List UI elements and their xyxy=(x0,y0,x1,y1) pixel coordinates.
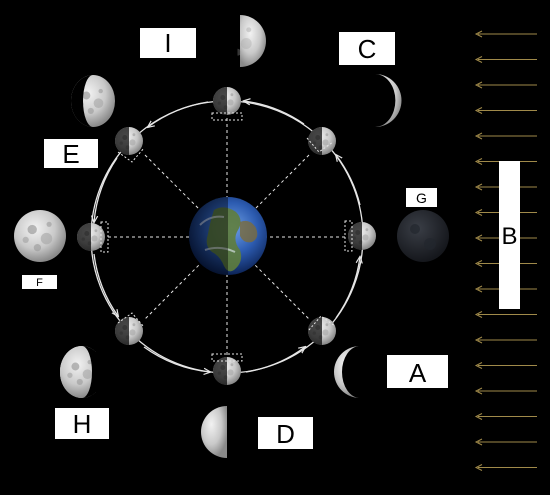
orbit-moon-top-bracket xyxy=(211,112,243,121)
sunlight-arrow xyxy=(474,413,537,420)
orbit-moon-bottom-left xyxy=(115,317,143,345)
label-f: F xyxy=(22,275,57,289)
label-c-text: C xyxy=(358,34,377,64)
sunlight-arrow xyxy=(474,362,537,369)
orbit-moons xyxy=(77,87,376,385)
phase-moon-i xyxy=(223,15,266,67)
label-h: H xyxy=(55,408,109,439)
label-h-text: H xyxy=(73,409,92,439)
sunlight-arrow xyxy=(474,336,537,344)
orbit-moon-top-right xyxy=(308,127,336,155)
sunlight-arrow xyxy=(474,81,537,89)
sunlight-arrow xyxy=(474,107,537,114)
orbit-direction-arrows xyxy=(94,101,360,372)
label-d: D xyxy=(258,417,313,449)
label-c: C xyxy=(339,32,395,65)
label-a: A xyxy=(387,355,448,388)
orbit-moon-left xyxy=(77,223,105,251)
label-i-text: I xyxy=(164,28,171,58)
label-g: G xyxy=(406,188,437,207)
label-e: E xyxy=(44,139,98,169)
phase-moon-g xyxy=(397,210,449,262)
label-f-text: F xyxy=(36,277,43,289)
sunlight-arrow xyxy=(474,387,537,395)
phase-moon-e xyxy=(71,75,115,127)
label-d-text: D xyxy=(276,419,295,449)
orbit-moon-bottom xyxy=(213,357,241,385)
sunlight-arrow xyxy=(474,464,537,471)
sunlight-arrow xyxy=(474,311,537,318)
label-b-text: B xyxy=(501,223,517,250)
earth xyxy=(189,197,267,275)
label-b: B xyxy=(499,161,520,309)
phase-moon-c xyxy=(375,74,402,127)
sunlight-arrow xyxy=(474,30,537,38)
sunlight-arrow xyxy=(474,56,537,63)
phase-moon-h xyxy=(60,346,104,398)
label-i: I xyxy=(140,28,196,58)
phase-moon-f xyxy=(14,210,66,262)
label-g-text: G xyxy=(416,190,427,206)
sunlight-arrow xyxy=(474,438,537,446)
orbit-moon-top xyxy=(213,87,241,115)
phase-moon-d xyxy=(201,406,227,458)
phase-moon-a xyxy=(334,346,360,398)
orbit-moon-top-left xyxy=(115,127,143,155)
label-a-text: A xyxy=(409,358,427,388)
orbit-moon-bottom-right xyxy=(308,317,336,345)
sunlight-arrow xyxy=(474,132,537,140)
label-e-text: E xyxy=(62,139,79,169)
